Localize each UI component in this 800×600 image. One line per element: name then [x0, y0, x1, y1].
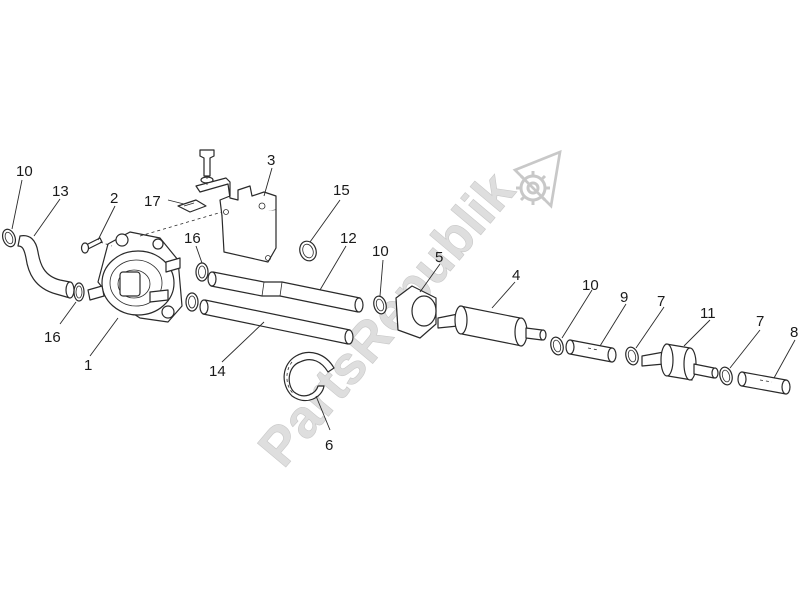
part-hose-8 — [737, 371, 791, 395]
callout-16-right: 16 — [184, 230, 201, 247]
callout-15: 15 — [333, 182, 350, 199]
callout-8: 8 — [790, 324, 798, 341]
part-clamp-7-left — [625, 346, 639, 366]
assembly-lines — [99, 176, 223, 247]
callout-2: 2 — [110, 190, 118, 207]
callout-3: 3 — [267, 152, 275, 169]
callout-6: 6 — [325, 437, 333, 454]
callout-13: 13 — [52, 183, 69, 200]
callout-1: 1 — [84, 357, 92, 374]
part-clamp-7-right — [719, 366, 733, 386]
part-clamp-10-right — [550, 336, 564, 356]
gear-icon — [512, 149, 562, 209]
part-screw-2 — [80, 237, 103, 254]
callout-10-left: 10 — [16, 163, 33, 180]
callout-12: 12 — [340, 230, 357, 247]
callout-5: 5 — [435, 249, 443, 266]
part-clamp-15 — [299, 240, 317, 262]
part-hose-13 — [17, 235, 75, 299]
callout-14: 14 — [209, 363, 226, 380]
part-clamp-10-left — [1, 228, 17, 248]
callouts: 10 13 2 17 3 16 16 1 15 12 14 6 10 5 4 1… — [16, 152, 798, 454]
part-filter-4 — [437, 305, 547, 347]
part-bracket-3 — [195, 149, 277, 263]
part-tube-12 — [207, 271, 364, 313]
callout-7-right: 7 — [756, 313, 764, 330]
callout-4: 4 — [512, 267, 520, 284]
part-filter-11 — [641, 343, 719, 381]
part-clamp-10-middle — [373, 295, 387, 315]
callout-16-left: 16 — [44, 329, 61, 346]
part-tube-14 — [199, 299, 354, 345]
leader-lines — [11, 167, 796, 431]
part-pump-1 — [87, 231, 183, 323]
callout-7-left: 7 — [657, 293, 665, 310]
part-hose-9 — [565, 339, 617, 363]
callout-9: 9 — [620, 289, 628, 306]
part-clip-17 — [177, 199, 207, 213]
callout-17: 17 — [144, 193, 161, 210]
callout-11: 11 — [700, 305, 716, 322]
part-oring-16-left — [73, 282, 85, 302]
part-band-clamp-6 — [283, 351, 335, 401]
callout-10-right: 10 — [582, 277, 599, 294]
part-oring-16-right — [185, 262, 209, 312]
callout-10-middle: 10 — [372, 243, 389, 260]
part-sleeve-5 — [395, 285, 437, 339]
